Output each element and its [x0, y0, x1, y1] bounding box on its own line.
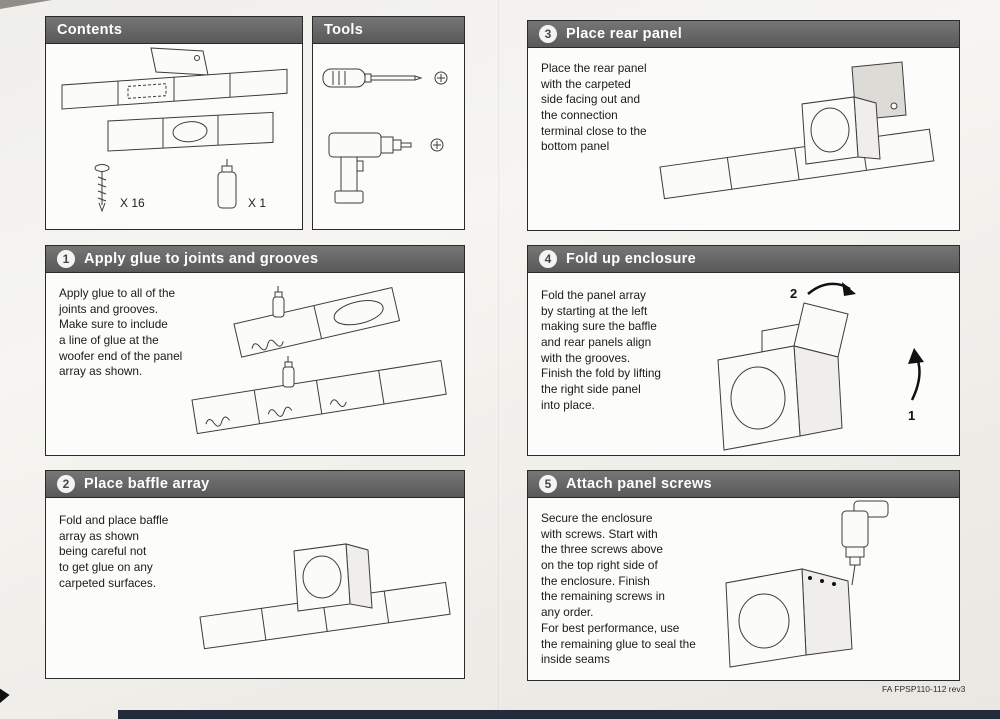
glue-count-label: X 1 [248, 196, 266, 210]
tools-panel: Tools [312, 16, 465, 230]
tools-title: Tools [324, 22, 364, 38]
step3-illustration [659, 61, 935, 200]
step1-number-badge: 1 [57, 250, 75, 268]
panel-array-strip-drawing [191, 360, 447, 435]
step5-body-text-1: Secure the enclosure with screws. Start … [541, 511, 665, 620]
woofer-panel-piece-drawing [233, 286, 401, 358]
step5-header: 5 Attach panel screws [528, 471, 959, 498]
step4-header: 4 Fold up enclosure [528, 246, 959, 273]
step3-header: 3 Place rear panel [528, 21, 959, 48]
drill-icon [328, 132, 444, 204]
fold-arrow-2-label: 2 [790, 286, 797, 301]
baffle-box-drawing [801, 96, 881, 165]
contents-illustration: X 16 X 1 [61, 47, 288, 213]
fold-arrow-2-icon [807, 282, 856, 296]
step3-body-text: Place the rear panel with the carpeted s… [541, 61, 647, 154]
panel-array-strip-drawing [659, 128, 935, 200]
contents-header: Contents [46, 17, 302, 44]
contents-title: Contents [57, 22, 123, 38]
step3-number-badge: 3 [539, 25, 557, 43]
panel-array-strip-drawing [61, 68, 288, 110]
step1-body-text: Apply glue to all of the joints and groo… [59, 286, 183, 379]
step4-illustration: 2 1 [717, 282, 924, 451]
tools-header: Tools [313, 17, 464, 44]
step2-header: 2 Place baffle array [46, 471, 464, 498]
scan-corner-mark [0, 0, 52, 9]
step4-title: Fold up enclosure [566, 251, 696, 267]
glue-bottle-icon [217, 159, 237, 209]
document-code: FA FPSP110-112 rev3 [882, 684, 966, 694]
glue-bottle-icon [282, 356, 295, 388]
step2-illustration [199, 543, 451, 650]
page-fold-line [498, 0, 501, 719]
panel-array-woofer-strip-drawing [107, 111, 274, 152]
step4-body-text: Fold the panel array by starting at the … [541, 288, 661, 412]
step1-title: Apply glue to joints and grooves [84, 251, 319, 267]
carpet-square-drawing [150, 47, 209, 76]
drill-icon [841, 500, 889, 586]
scan-edge-strip [118, 710, 1000, 719]
step5-body-text-2: For best performance, use the remaining … [541, 621, 696, 667]
step5-number-badge: 5 [539, 475, 557, 493]
fold-arrow-1-label: 1 [908, 408, 915, 423]
contents-panel: Contents [45, 16, 303, 230]
step5-title: Attach panel screws [566, 476, 712, 492]
step1-panel: 1 Apply glue to joints and grooves Apply… [45, 245, 465, 456]
step4-panel: 4 Fold up enclosure Fold the panel array… [527, 245, 960, 456]
screw-count-label: X 16 [120, 196, 145, 210]
scan-corner-mark [0, 688, 10, 703]
step1-illustration [191, 286, 447, 435]
step2-body-text: Fold and place baffle array as shown bei… [59, 513, 169, 590]
enclosure-drawing [717, 302, 849, 451]
fold-arrow-1-icon [908, 348, 924, 401]
step3-panel: 3 Place rear panel Place the rear panel … [527, 20, 960, 231]
step5-panel: 5 Attach panel screws Secure the enclosu… [527, 470, 960, 681]
step5-illustration [725, 500, 889, 668]
enclosure-drawing [725, 568, 853, 668]
step3-title: Place rear panel [566, 26, 683, 42]
step2-panel: 2 Place baffle array Fold and place baff… [45, 470, 465, 679]
step4-number-badge: 4 [539, 250, 557, 268]
step1-header: 1 Apply glue to joints and grooves [46, 246, 464, 273]
step2-title: Place baffle array [84, 476, 210, 492]
baffle-box-drawing [293, 543, 373, 612]
glue-bottle-icon [272, 286, 285, 318]
screwdriver-icon [322, 68, 448, 88]
step2-number-badge: 2 [57, 475, 75, 493]
tools-illustration [322, 68, 448, 204]
screw-icon [94, 164, 110, 213]
